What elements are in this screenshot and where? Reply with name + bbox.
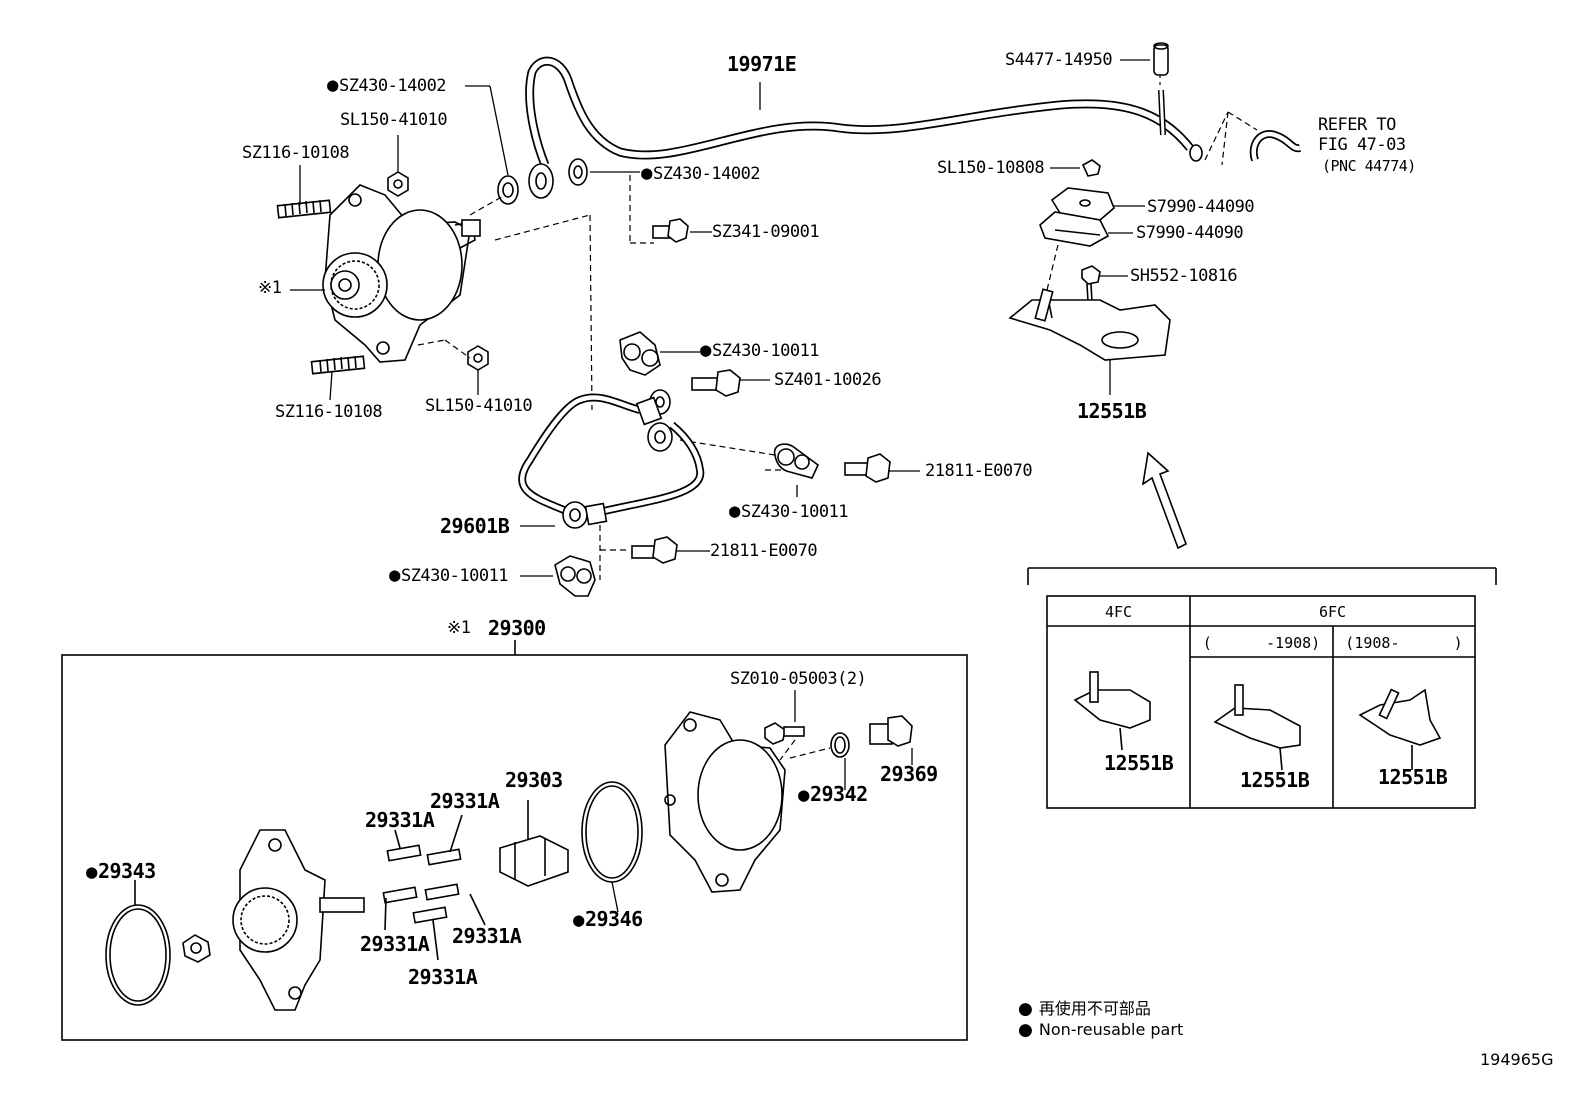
label-21811-e0070-b: 21811-E0070 [710, 541, 818, 561]
filled-circle-icon: ● [1018, 999, 1033, 1019]
label-29342: 29342 [798, 784, 868, 805]
label-sl150-top: SL150-41010 [340, 110, 448, 130]
label-fig: FIG 47-03 [1318, 135, 1406, 155]
nut [387, 171, 489, 371]
vanes-29331a [382, 800, 529, 961]
label-s4477: S4477-14950 [1005, 50, 1113, 70]
table-part-b: 12551B [1240, 768, 1310, 792]
drive-gear-plate [232, 829, 365, 1011]
refer-hose [1249, 130, 1301, 162]
clip-nut [1081, 159, 1101, 177]
bracket-variant-c [1358, 688, 1442, 770]
variant-table-grid [1046, 595, 1476, 809]
bracket-12551b [1008, 288, 1171, 361]
label-29601b: 29601B [440, 514, 510, 538]
label-sl150-bottom: SL150-41010 [425, 396, 533, 416]
label-29369: 29369 [880, 762, 938, 786]
clamp-lower [1039, 211, 1110, 247]
label-sz010: SZ010-05003(2) [730, 669, 867, 689]
label-s7990-b: S7990-44090 [1136, 223, 1244, 243]
label-29303: 29303 [505, 768, 563, 792]
table-header-4fc: 4FC [1104, 603, 1133, 621]
dashed-leaders [417, 72, 1258, 761]
stud-bolt [276, 199, 366, 375]
gasket-clip [554, 331, 819, 597]
pump-housing [664, 711, 786, 893]
label-ref1-left: ※1 [258, 278, 282, 298]
label-sh552: SH552-10816 [1130, 266, 1238, 286]
label-29331a-3: 29331A [360, 932, 430, 956]
label-sl150-10808: SL150-10808 [937, 158, 1045, 178]
bracket-variant-a [1073, 671, 1151, 751]
image-id: 194965G [1480, 1050, 1554, 1069]
label-sz430-mid: SZ430-14002 [641, 164, 761, 183]
label-s7990-a: S7990-44090 [1147, 197, 1255, 217]
union-bolt [631, 218, 891, 564]
filled-circle-icon: ● [1018, 1020, 1033, 1040]
table-header-6fc: 6FC [1318, 603, 1347, 621]
label-sz401: SZ401-10026 [774, 370, 882, 390]
screw-sz010 [764, 722, 805, 745]
label-sz430-10011-a: SZ430-10011 [700, 341, 820, 360]
arrow-up-icon [1141, 451, 1187, 550]
bracket-variant-b [1213, 684, 1301, 771]
oil-hose-29601b [518, 389, 705, 529]
label-refer-to: REFER TO [1318, 115, 1396, 135]
bolt-sh552 [1081, 265, 1101, 303]
legend-line-en: ●Non-reusable part [1018, 1020, 1184, 1040]
label-21811-e0070-a: 21811-E0070 [925, 461, 1033, 481]
variant-bracket-frame [1027, 567, 1497, 585]
label-pnc: (PNC 44774) [1322, 157, 1416, 175]
label-sz116-bottom: SZ116-10108 [275, 402, 383, 422]
table-part-a: 12551B [1104, 751, 1174, 775]
table-sub-left: ( -1908) [1202, 634, 1321, 652]
label-29331a-1: 29331A [430, 789, 500, 813]
label-29343: 29343 [86, 861, 156, 882]
leader-lines [290, 59, 1150, 577]
label-29300: 29300 [488, 616, 546, 640]
label-sz116-top: SZ116-10108 [242, 143, 350, 163]
label-12551b-main: 12551B [1077, 399, 1147, 423]
label-29346: 29346 [573, 909, 643, 930]
label-sz430-top: SZ430-14002 [327, 76, 447, 95]
label-ref1-box: ※1 [447, 618, 471, 638]
vacuum-pipe-19971e [525, 56, 1203, 167]
label-sz341: SZ341-09001 [712, 222, 820, 242]
valve-29369 [869, 715, 913, 747]
label-29331a-2: 29331A [365, 808, 435, 832]
label-sz430-10011-b: SZ430-10011 [729, 502, 849, 521]
vacuum-pump-assembly [322, 184, 481, 363]
o-ring-29343 [105, 880, 171, 1006]
o-ring-29346 [581, 781, 643, 883]
legend-line-jp: ●再使用不可部品 [1018, 999, 1151, 1019]
label-19971e: 19971E [727, 52, 797, 76]
table-sub-right: (1908- ) [1345, 634, 1463, 652]
label-sz430-10011-c: SZ430-10011 [389, 566, 509, 585]
hose-sleeve [1153, 42, 1169, 136]
o-ring-29342 [830, 732, 850, 758]
nut-box [182, 934, 211, 963]
table-part-c: 12551B [1378, 765, 1448, 789]
assembly-box-29300 [61, 640, 968, 1041]
label-29331a-4: 29331A [452, 924, 522, 948]
banjo-fitting [497, 158, 588, 205]
label-29331a-5: 29331A [408, 965, 478, 989]
rotor-29303 [499, 835, 569, 887]
